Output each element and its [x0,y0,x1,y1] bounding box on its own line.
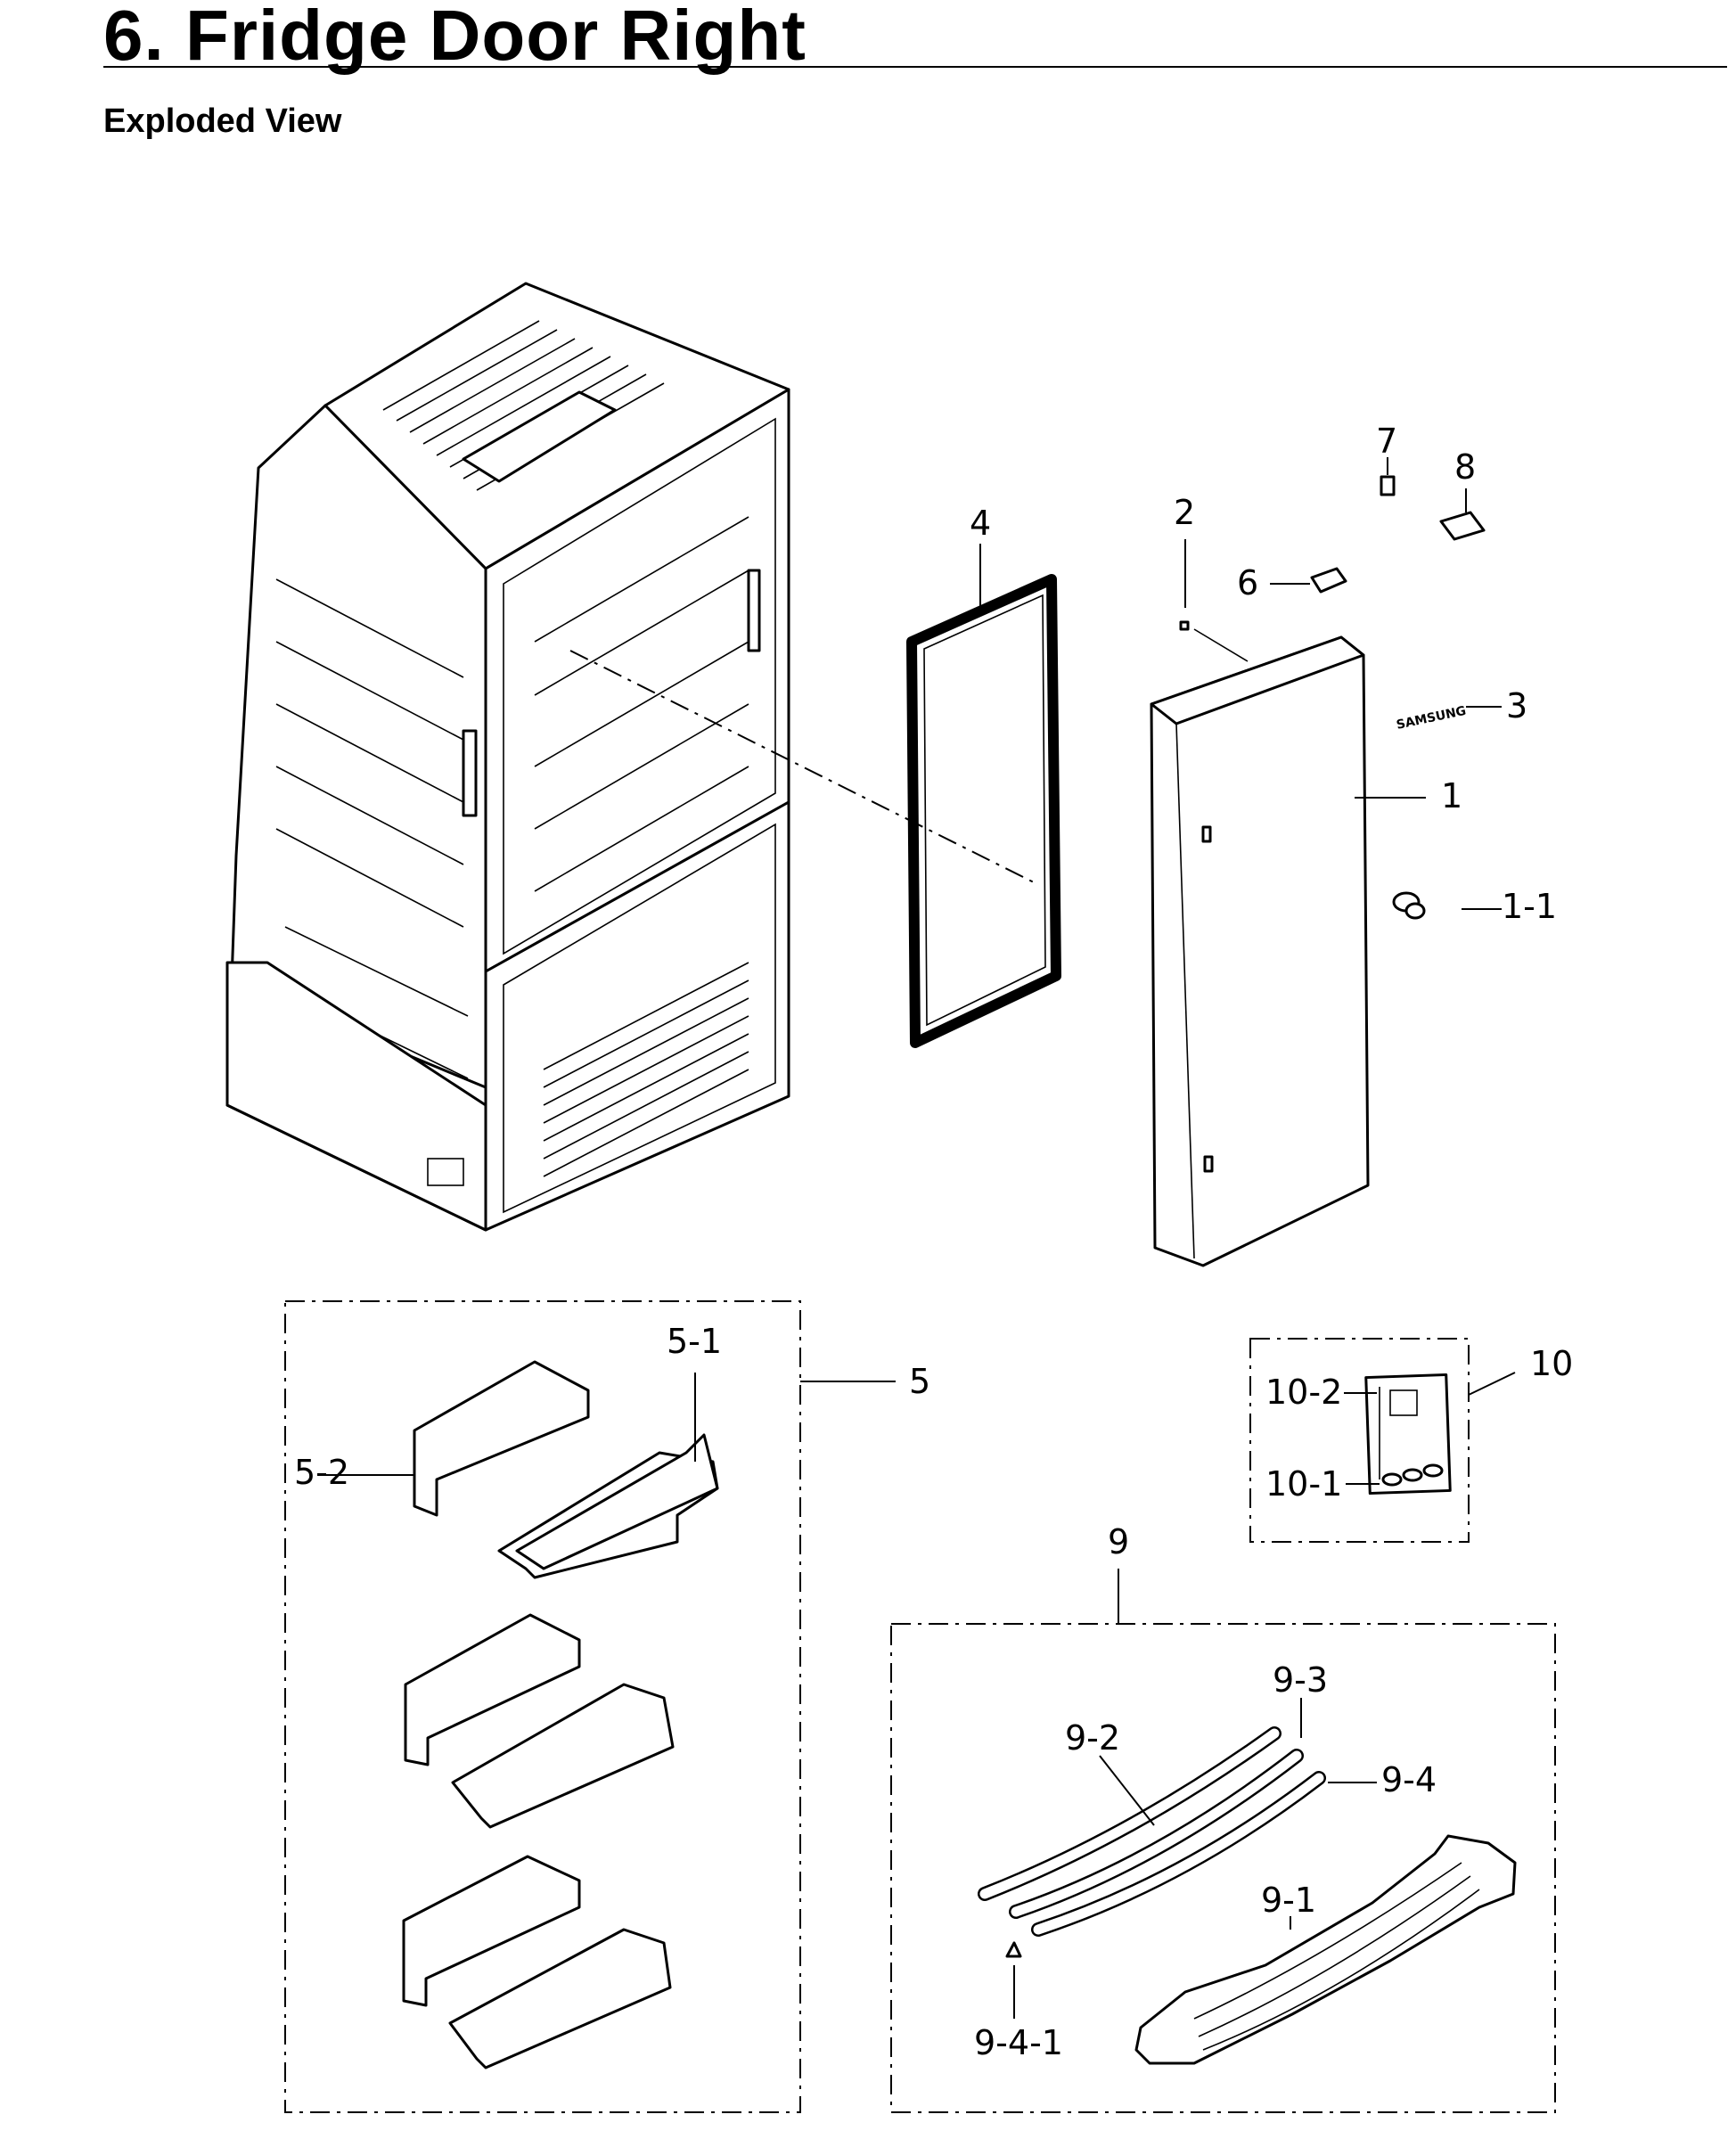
door-bin-set-1 [413,1360,719,1579]
door-pin [1179,620,1190,631]
samsung-logo: SAMSUNG [1396,704,1468,733]
hinge-cover [1310,567,1347,594]
group-10-box [1249,1338,1470,1543]
hinge-cap [1392,891,1426,920]
tube-cover [1134,1834,1517,2065]
callout-9-3: 9-3 [1273,1660,1328,1700]
callout-10-1: 10-1 [1265,1464,1342,1504]
leader-10 [1468,1372,1516,1396]
callout-4: 4 [970,504,991,543]
pin-line [1193,628,1249,662]
title-rule [103,66,1727,68]
callout-9-2: 9-2 [1065,1718,1120,1758]
callout-9-4-1: 9-4-1 [974,2023,1063,2062]
callout-1: 1 [1441,776,1462,815]
water-tubes [978,1726,1326,1937]
callout-9: 9 [1108,1522,1129,1561]
small-cap [1380,475,1396,496]
callout-5: 5 [909,1362,930,1401]
callout-10-2: 10-2 [1265,1373,1342,1412]
door-gasket [906,574,1061,1048]
projection-line [569,650,1035,883]
fridge-cabinet [225,282,790,1232]
fridge-door [1150,635,1370,1267]
leader-9-2 [1099,1755,1155,1826]
callout-3: 3 [1506,686,1527,725]
callout-7: 7 [1376,422,1397,461]
group-5-box [284,1300,801,2113]
callout-1-1: 1-1 [1502,887,1557,926]
door-bin-set-3 [402,1855,672,2069]
callout-9-1: 9-1 [1261,1881,1316,1920]
hardware-kit [1364,1373,1452,1496]
callout-5-1: 5-1 [667,1322,722,1361]
callout-6: 6 [1237,563,1258,602]
upper-hinge [1439,511,1486,541]
callout-10: 10 [1530,1344,1573,1383]
tube-fitting [1005,1941,1022,1958]
page-title: 6. Fridge Door Right [103,0,807,75]
callout-8: 8 [1454,447,1476,487]
door-bin-set-2 [404,1613,675,1829]
callout-9-4: 9-4 [1381,1760,1437,1799]
callout-2: 2 [1174,493,1195,532]
group-9-box [890,1623,1556,2113]
section-subtitle: Exploded View [103,102,342,140]
callout-5-2: 5-2 [294,1453,349,1492]
